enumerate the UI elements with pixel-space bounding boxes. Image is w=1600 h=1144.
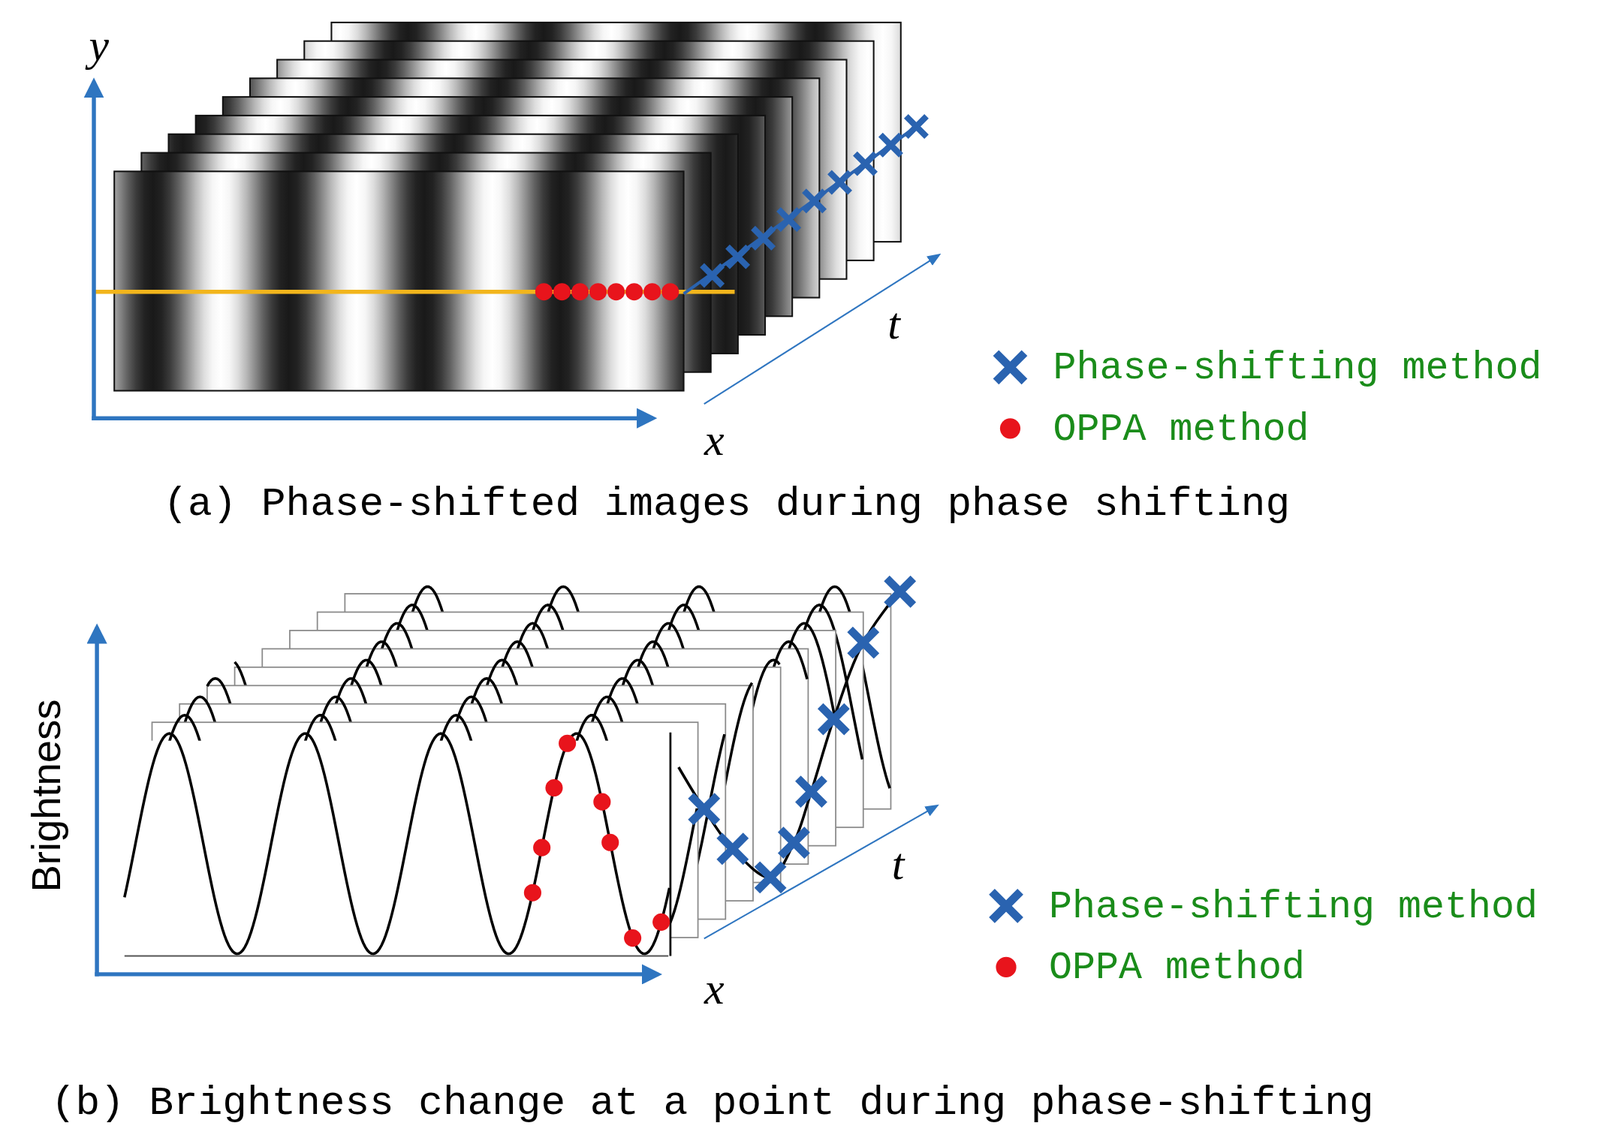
phase-shift-sample	[756, 864, 784, 891]
brightness-axis	[94, 627, 99, 977]
phase-shift-sample	[820, 705, 847, 733]
oppa-sample	[558, 735, 576, 753]
phase-shift-sample	[886, 578, 913, 606]
axis-label: t	[887, 299, 901, 350]
phase-shift-sample	[906, 116, 927, 137]
x-axis	[91, 415, 653, 420]
baseline	[124, 955, 669, 957]
oppa-sample	[643, 283, 661, 301]
x-axis	[94, 972, 658, 977]
panel-caption: (b) Brightness change at a point during …	[51, 1081, 1375, 1127]
phase-shift-sample	[778, 209, 799, 230]
axis-label: x	[704, 415, 725, 466]
oppa-sample	[553, 283, 571, 301]
legend-text: OPPA method	[1048, 945, 1305, 989]
dot-marker	[983, 944, 1029, 990]
phase-shift-sample	[753, 228, 774, 249]
phase-shift-sample	[829, 171, 850, 193]
phase-shift-sample	[804, 190, 825, 211]
time-line	[683, 126, 917, 295]
oppa-sample	[533, 839, 551, 857]
legend-text: Phase-shifting method	[1048, 884, 1538, 929]
phase-shift-sample	[702, 265, 723, 286]
profile-frame	[124, 741, 671, 957]
phase-shift-sample	[798, 778, 825, 805]
legend-text: Phase-shifting method	[1053, 345, 1543, 389]
axis-label: y	[89, 21, 110, 71]
legend-row: Phase-shifting method	[983, 883, 1538, 929]
oppa-sample	[601, 834, 619, 852]
panel-caption: (a) Phase-shifted images during phase sh…	[162, 482, 1290, 528]
cross-marker	[983, 883, 1029, 929]
phase-shift-sample	[849, 629, 877, 657]
axis-label: x	[704, 964, 725, 1015]
cross-marker	[988, 344, 1034, 390]
oppa-sample	[661, 283, 679, 301]
oppa-sample	[545, 779, 563, 797]
fringe-image	[114, 171, 684, 391]
t-axis	[704, 806, 938, 940]
panel-a	[91, 22, 939, 421]
oppa-sample	[623, 929, 642, 947]
oppa-sample	[524, 884, 542, 902]
phase-shift-sample	[780, 829, 808, 856]
legend-row: OPPA method	[988, 406, 1310, 452]
phase-shift-sample	[727, 247, 748, 268]
temporal-curve	[678, 583, 911, 878]
dot-marker	[988, 406, 1034, 452]
t-axis	[704, 255, 940, 404]
phase-shift-sample	[855, 153, 876, 175]
phase-shift-sample	[880, 135, 901, 156]
y-axis	[91, 81, 96, 421]
legend-row: Phase-shifting method	[988, 344, 1543, 390]
oppa-sample	[571, 283, 589, 301]
panel-b	[94, 578, 937, 977]
oppa-sample	[589, 283, 607, 301]
oppa-sample	[593, 793, 611, 811]
axis-label: t	[891, 840, 905, 891]
oppa-sample	[625, 283, 643, 301]
legend-row: OPPA method	[983, 944, 1305, 990]
oppa-sample	[652, 913, 670, 932]
phase-shift-sample	[719, 835, 746, 862]
axis-label: Brightness	[23, 699, 69, 893]
brightness-curve	[124, 733, 670, 955]
legend-text: OPPA method	[1053, 406, 1310, 451]
phase-shift-sample	[690, 795, 718, 823]
oppa-sample	[535, 283, 553, 301]
oppa-sample	[607, 283, 625, 301]
